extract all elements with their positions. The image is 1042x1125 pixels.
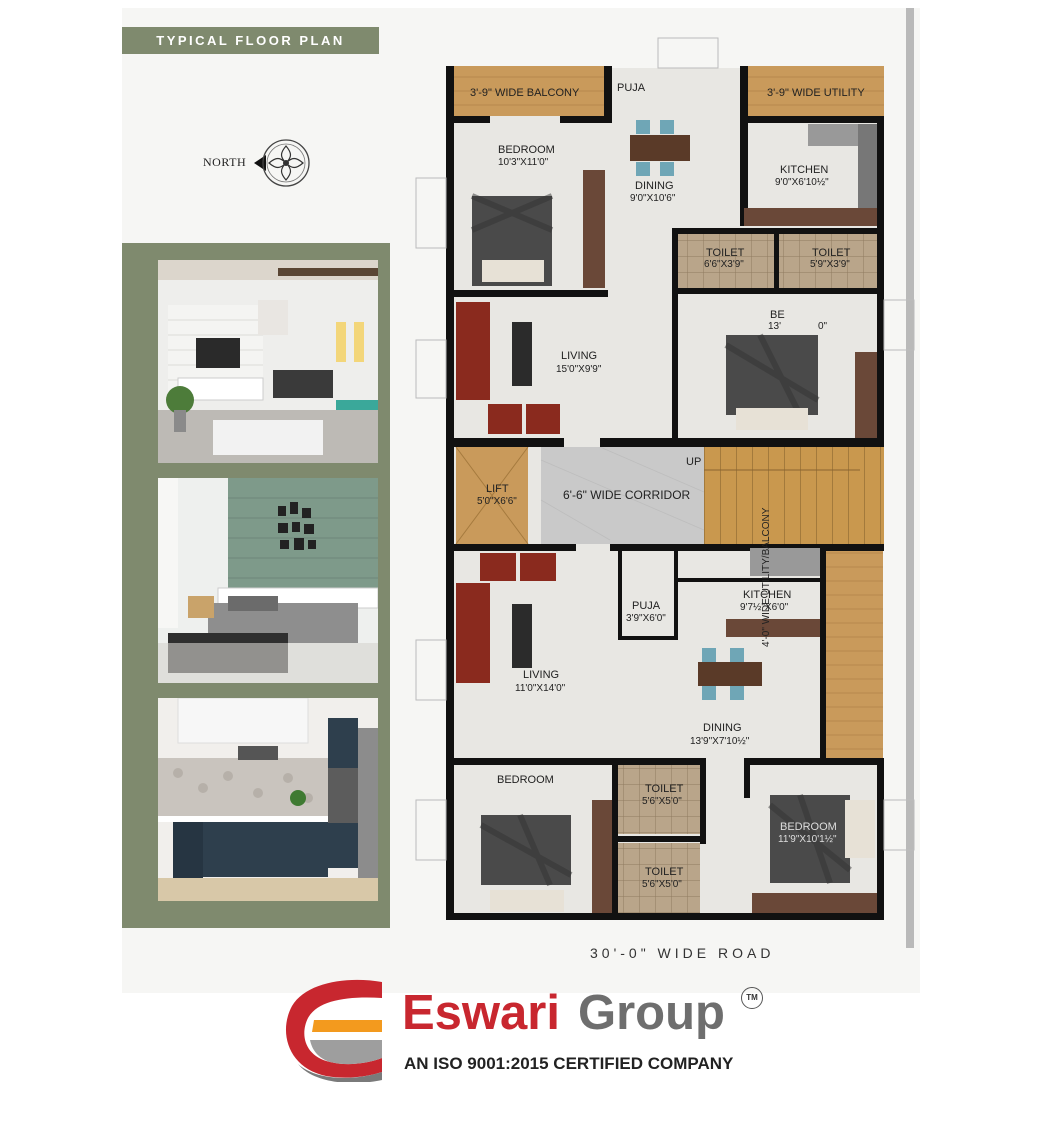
road-label: 30'-0" WIDE ROAD <box>590 945 775 961</box>
brand-name: Eswari Group <box>402 985 725 1041</box>
compass-rose-icon <box>254 139 310 187</box>
staircase <box>704 447 884 544</box>
bedroom-render <box>158 478 378 683</box>
trademark-badge: TM <box>741 987 763 1009</box>
iso-certification-tagline: AN ISO 9001:2015 CERTIFIED COMPANY <box>404 1054 734 1073</box>
north-indicator: NORTH <box>200 137 320 189</box>
living-room-render <box>158 260 378 463</box>
north-label: NORTH <box>203 155 247 169</box>
utility-strip <box>748 66 884 116</box>
page-edge-shadow <box>906 8 914 948</box>
brand-name-part1: Eswari <box>402 986 560 1040</box>
kitchen-render <box>158 698 378 901</box>
corridor-area <box>541 447 704 544</box>
balcony-strip <box>446 66 604 116</box>
floor-plan-heading: TYPICAL FLOOR PLAN <box>122 27 379 54</box>
bed <box>470 193 554 286</box>
eswari-logo-icon <box>285 979 382 1082</box>
brand-name-part2: Group <box>577 986 725 1040</box>
